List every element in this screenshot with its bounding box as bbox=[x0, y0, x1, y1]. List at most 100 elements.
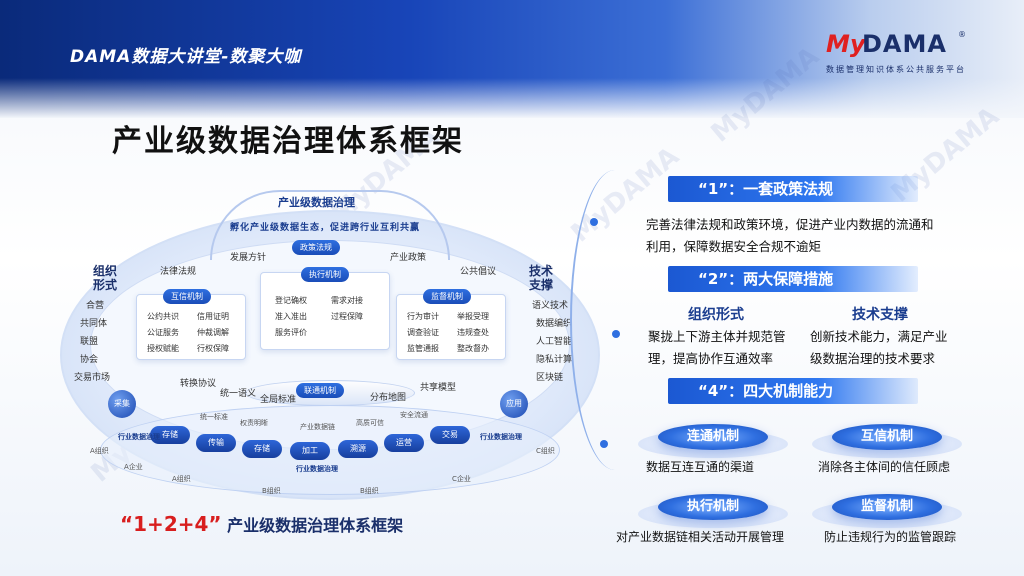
org-label: B组织 bbox=[262, 487, 281, 495]
mech-execute-desc: 对产业数据链相关活动开展管理 bbox=[616, 530, 785, 544]
org-label: B组织 bbox=[360, 487, 379, 495]
node-collect: 采集 bbox=[108, 390, 136, 418]
section-2-right-text: 级数据治理的技术要求 bbox=[810, 351, 936, 366]
org-label: C组织 bbox=[536, 447, 555, 455]
org-label: C企业 bbox=[452, 475, 471, 483]
org-label: A组织 bbox=[90, 447, 109, 455]
section-2-right-text: 创新技术能力，满足产业 bbox=[810, 329, 948, 344]
org-label: A组织 bbox=[172, 475, 191, 483]
node-apply: 应用 bbox=[500, 390, 528, 418]
logo-dama: DAMA bbox=[862, 30, 947, 58]
right-side-title: 技术 支撑 bbox=[528, 264, 553, 292]
section-2-left-head: 组织形式 bbox=[688, 307, 744, 323]
supervise-item: 调查验证 bbox=[407, 328, 439, 337]
chain-item: 安全流通 bbox=[400, 411, 428, 419]
connector-dot bbox=[612, 330, 620, 338]
supervise-item: 违规查处 bbox=[457, 328, 489, 337]
right-item: 人工智能 bbox=[536, 337, 573, 347]
trust-box: 互信机制 公约共识 信用证明 公证服务 仲裁调解 授权赋能 行权保障 bbox=[136, 289, 246, 360]
node-trace: 溯源 bbox=[338, 440, 378, 458]
caption-text: 产业级数据治理体系框架 bbox=[227, 516, 404, 535]
section-1-text: 完善法律法规和政策环境，促进产业内数据的流通和 bbox=[646, 217, 934, 232]
org-label: A企业 bbox=[124, 463, 143, 471]
bottom-caption: “1+2+4” 产业级数据治理体系框架 bbox=[120, 512, 403, 536]
left-item: 交易市场 bbox=[74, 373, 111, 383]
node-store: 存储 bbox=[242, 440, 282, 458]
link-pill: 联通机制 bbox=[296, 383, 344, 398]
mid-ring-item: 转换协议 bbox=[180, 379, 217, 389]
exec-item: 准入准出 bbox=[275, 312, 307, 321]
trust-item: 授权赋能 bbox=[147, 344, 179, 353]
logo-registered-mark: ® bbox=[958, 30, 966, 39]
header-band bbox=[0, 0, 1024, 118]
section-1-text: 利用，保障数据安全合规不逾矩 bbox=[646, 239, 822, 254]
chain-item: 统一标准 bbox=[200, 413, 228, 421]
right-item: 数据编织 bbox=[536, 319, 573, 329]
mech-connect: 连通机制 bbox=[658, 424, 768, 450]
mech-supervise: 监督机制 bbox=[832, 494, 942, 520]
exec-item: 服务评价 bbox=[275, 328, 307, 337]
ring-item: 法律法规 bbox=[160, 267, 197, 277]
mid-ring-item: 全局标准 bbox=[260, 395, 297, 405]
node-operate: 运营 bbox=[384, 434, 424, 452]
mech-connect-desc: 数据互连互通的渠道 bbox=[646, 460, 755, 474]
logo-my: My bbox=[826, 30, 866, 58]
arc-title: 产业级数据治理 bbox=[278, 196, 355, 209]
trust-item: 公约共识 bbox=[147, 312, 179, 321]
trust-item: 公证服务 bbox=[147, 328, 179, 337]
section-2-bar: “2”：两大保障措施 bbox=[668, 266, 918, 292]
industry-governance-left: 行业数据治理 bbox=[118, 433, 160, 441]
framework-diagram: 产业级数据治理 孵化产业级数据生态，促进跨行业互利共赢 组织 形式 技术 支撑 … bbox=[60, 180, 600, 500]
exec-item: 过程保障 bbox=[331, 312, 363, 321]
node-store: 存储 bbox=[150, 426, 190, 444]
ring-item: 发展方针 bbox=[230, 253, 267, 263]
mech-supervise-desc: 防止违规行为的监管跟踪 bbox=[824, 530, 957, 544]
chain-item: 高质可信 bbox=[356, 419, 384, 427]
section-2-right-head: 技术支撑 bbox=[852, 307, 908, 323]
mid-ring-item: 统一语义 bbox=[220, 389, 257, 399]
left-item: 联盟 bbox=[80, 337, 99, 347]
section-2-left-text: 理，提高协作互通效率 bbox=[648, 351, 774, 366]
node-trade: 交易 bbox=[430, 426, 470, 444]
node-transfer: 传输 bbox=[196, 434, 236, 452]
bottom-ring bbox=[100, 405, 560, 495]
connector-dot bbox=[600, 440, 608, 448]
supervise-item: 整改督办 bbox=[457, 344, 489, 353]
left-side-title: 组织 形式 bbox=[92, 264, 117, 292]
supervise-item: 举报受理 bbox=[457, 312, 489, 321]
industry-governance-right: 行业数据治理 bbox=[480, 433, 522, 441]
ring-item: 产业政策 bbox=[390, 253, 427, 263]
trust-item: 行权保障 bbox=[197, 344, 229, 353]
chain-item: 产业数据链 bbox=[300, 423, 335, 431]
policy-pill: 政策法规 bbox=[292, 240, 340, 255]
trust-item: 信用证明 bbox=[197, 312, 229, 321]
trust-pill: 互信机制 bbox=[163, 289, 211, 304]
exec-pill: 执行机制 bbox=[301, 267, 349, 282]
section-4-bar: “4”：四大机制能力 bbox=[668, 378, 918, 404]
supervise-item: 监管通报 bbox=[407, 344, 439, 353]
left-item: 合营 bbox=[86, 301, 105, 311]
mid-ring-item: 共享模型 bbox=[420, 383, 457, 393]
exec-box: 执行机制 登记确权 需求对接 准入准出 过程保障 服务评价 bbox=[260, 267, 390, 350]
left-item: 协会 bbox=[80, 355, 99, 365]
arc-subtitle: 孵化产业级数据生态，促进跨行业互利共赢 bbox=[230, 223, 421, 233]
right-item: 区块链 bbox=[536, 373, 564, 383]
mech-trust: 互信机制 bbox=[832, 424, 942, 450]
section-2-left-text: 聚拢上下游主体并规范管 bbox=[648, 329, 786, 344]
supervise-box: 监督机制 行为审计 举报受理 调查验证 违规查处 监管通报 整改督办 bbox=[396, 289, 506, 360]
chain-item: 权责明晰 bbox=[240, 419, 268, 427]
supervise-pill: 监督机制 bbox=[423, 289, 471, 304]
industry-governance-center: 行业数据治理 bbox=[296, 465, 338, 473]
section-1-bar: “1”：一套政策法规 bbox=[668, 176, 918, 202]
exec-item: 登记确权 bbox=[275, 296, 307, 305]
supervise-item: 行为审计 bbox=[407, 312, 439, 321]
ring-item: 公共倡议 bbox=[460, 267, 497, 277]
connector-dot bbox=[590, 218, 598, 226]
formula: “1+2+4” bbox=[120, 512, 222, 536]
mid-ring-item: 分布地图 bbox=[370, 393, 407, 403]
mydama-logo: My DAMA ® bbox=[826, 30, 966, 60]
node-process: 加工 bbox=[290, 442, 330, 460]
trust-item: 仲裁调解 bbox=[197, 328, 229, 337]
connector-arc bbox=[570, 170, 660, 470]
